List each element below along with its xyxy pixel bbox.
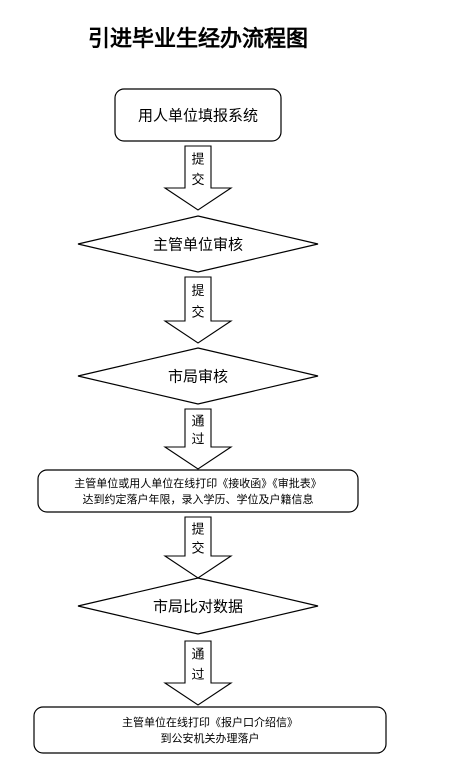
flow-node-6: 主管单位在线打印《报户口介绍信》到公安机关办理落户 <box>33 706 387 754</box>
node-label: 主管单位或用人单位在线打印《接收函》《审批表》 <box>74 476 322 490</box>
process-box <box>114 88 282 142</box>
arrow-label-char: 通 <box>191 648 204 663</box>
decision-diamond <box>77 215 319 273</box>
arrow-label-char: 提 <box>191 522 204 538</box>
node-label: 到公安机关办理落户 <box>161 731 260 745</box>
diagram-title: 引进毕业生经办流程图 <box>88 26 308 52</box>
node-label: 主管单位在线打印《报户口介绍信》 <box>122 715 298 729</box>
down-arrow-icon <box>163 516 233 579</box>
down-arrow-icon <box>163 640 233 706</box>
down-arrow-icon <box>163 408 233 470</box>
nodes-layer: 用人单位填报系统主管单位审核市局审核主管单位或用人单位在线打印《接收函》《审批表… <box>33 88 387 754</box>
node-label: 市局审核 <box>168 367 228 385</box>
node-label: 用人单位填报系统 <box>138 106 258 124</box>
arrow-label-char: 过 <box>191 433 204 448</box>
flow-arrow-5: 通过 <box>163 640 233 706</box>
decision-diamond <box>77 577 319 635</box>
arrow-label-char: 通 <box>191 414 204 429</box>
node-label: 市局比对数据 <box>153 597 243 615</box>
decision-diamond <box>77 347 319 405</box>
process-box <box>37 469 359 513</box>
flow-node-1: 用人单位填报系统 <box>114 88 282 142</box>
flow-arrow-2: 提交 <box>163 276 233 344</box>
flow-node-5: 市局比对数据 <box>77 577 319 635</box>
down-arrow-icon <box>163 145 233 211</box>
flow-node-2: 主管单位审核 <box>77 215 319 273</box>
arrow-label-char: 过 <box>191 668 204 683</box>
process-box <box>33 706 387 754</box>
flow-arrow-4: 提交 <box>163 516 233 579</box>
node-label: 主管单位审核 <box>153 235 243 253</box>
arrow-label-char: 交 <box>191 304 204 320</box>
flow-node-4: 主管单位或用人单位在线打印《接收函》《审批表》达到约定落户年限，录入学历、学位及… <box>37 469 359 513</box>
arrow-label-char: 交 <box>191 172 204 188</box>
arrow-label-char: 提 <box>191 152 204 168</box>
flow-node-3: 市局审核 <box>77 347 319 405</box>
arrow-label-char: 提 <box>191 283 204 299</box>
arrow-label-char: 交 <box>191 540 204 556</box>
node-label: 达到约定落户年限，录入学历、学位及户籍信息 <box>83 492 314 506</box>
down-arrow-icon <box>163 276 233 344</box>
flow-arrow-3: 通过 <box>163 408 233 470</box>
flow-arrow-1: 提交 <box>163 145 233 211</box>
